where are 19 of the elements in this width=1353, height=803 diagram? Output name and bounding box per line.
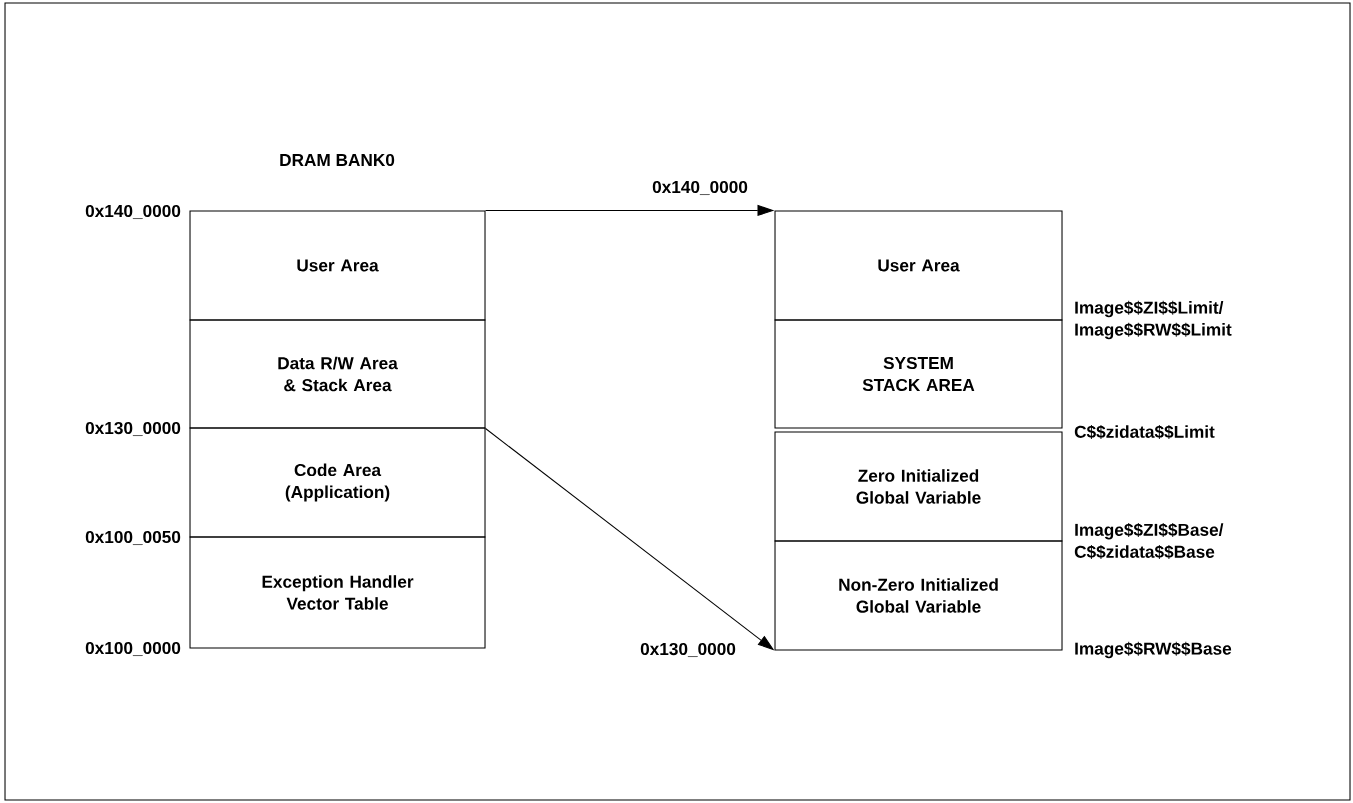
address-label: 0x130_0000 — [640, 642, 736, 658]
memory-region-box: Data R/W Area & Stack Area — [189, 319, 486, 429]
memory-region-box: User Area — [774, 210, 1063, 321]
address-label: 0x100_0000 — [85, 641, 181, 657]
address-label: 0x140_0000 — [652, 180, 748, 196]
address-label: Image$$RW$$Base — [1075, 641, 1232, 659]
heading: DRAM BANK0 — [280, 153, 395, 167]
address-label: C$$zidata$$Limit — [1074, 424, 1215, 439]
memory-region-box: Zero Initialized Global Variable — [774, 431, 1063, 542]
address-label: 0x100_0050 — [85, 530, 181, 546]
address-label: 0x130_0000 — [85, 421, 181, 437]
address-label: 0x140_0000 — [85, 204, 181, 220]
memory-region-box: User Area — [189, 210, 486, 321]
memory-region-box: Non-Zero Initialized Global Variable — [774, 540, 1063, 651]
memory-region-box: Exception Handler Vector Table — [189, 536, 486, 649]
address-label: Image$$ZI$$Base/ C$$zidata$$Base — [1074, 522, 1224, 559]
memory-region-box: SYSTEM STACK AREA — [774, 319, 1063, 429]
memory-region-box: Code Area (Application) — [189, 427, 486, 538]
address-label: Image$$ZI$$Limit/ Image$$RW$$Limit — [1075, 300, 1232, 340]
